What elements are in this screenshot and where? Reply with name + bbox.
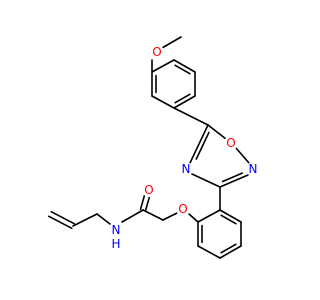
oxadiazole-ring-oxygen-atom: O (224, 136, 238, 150)
n4-to-c5-bond (189, 124, 209, 164)
methyl-to-oxygen-bond (161, 36, 182, 49)
oxadiazole-nitrogen-left-atom: N (179, 162, 193, 176)
ch2-to-carbonyl-carbon-bond (142, 209, 164, 221)
lower-ring-bond-1 (197, 209, 221, 223)
carbonyl-oxygen-label: O (144, 183, 153, 197)
ring-oxygen-to-n2-bond (235, 147, 250, 164)
lower-ring-bond-4 (219, 245, 242, 259)
top-ring-bond-2 (151, 95, 175, 109)
lower-ring-bond-3 (197, 245, 221, 259)
n4-c5-inner-bond (195, 131, 210, 160)
oxadiazole-nitrogen-left-label: N (182, 162, 191, 176)
amide-nitrogen-atom: N (109, 223, 123, 237)
ring-to-ether-oxygen-bond (188, 213, 199, 223)
top-ring-inner-bond-2 (174, 93, 191, 104)
oxadiazole-nitrogen-right-label: N (249, 162, 258, 176)
carbonyl-double-bond-b (139, 194, 146, 211)
amide-nitrogen-label: N (112, 223, 121, 237)
n2-to-c3-bond (219, 174, 249, 188)
atom-label-layer: O O N N O O N H (109, 45, 260, 251)
ether-oxygen-atom: O (176, 202, 190, 216)
lower-ring-inner-bond-2 (220, 243, 237, 254)
amide-hydrogen-atom: H (110, 237, 122, 251)
top-ring-bond-3 (173, 95, 196, 109)
n2-c3-inner-bond (221, 172, 244, 183)
carbonyl-double-bond-a (144, 195, 151, 212)
phenyl-to-oxadiazole-bond (173, 107, 209, 126)
allyl-terminal-double-bond-a (50, 210, 76, 225)
c3-to-n4-bond (191, 173, 221, 188)
bond-layer (47, 36, 250, 259)
top-ring-inner-bond-3 (174, 64, 191, 75)
top-ring-bond-6 (151, 59, 175, 73)
c5-to-ring-oxygen-bond (207, 124, 227, 140)
lower-ring-inner-bond-3 (220, 214, 237, 225)
oxadiazole-nitrogen-right-atom: N (246, 162, 260, 176)
lower-ring-bond-6 (219, 209, 242, 223)
nitrogen-to-allyl-ch2-bond (96, 213, 111, 225)
methoxy-oxygen-atom: O (150, 45, 164, 59)
methoxy-oxygen-label: O (152, 45, 161, 59)
allyl-terminal-double-bond-b (47, 215, 73, 230)
allyl-ch2-to-ch-bond (72, 213, 98, 227)
carbonyl-oxygen-atom: O (142, 183, 156, 197)
top-ring-bond-5 (173, 59, 196, 73)
molecule-structure-diagram: O O N N O O N H (47, 36, 260, 259)
ether-oxygen-label: O (178, 202, 187, 216)
carbonyl-carbon-to-nitrogen-bond (121, 209, 144, 223)
ether-oxygen-to-ch2-bond (162, 212, 178, 221)
amide-hydrogen-label: H (111, 237, 120, 251)
oxadiazole-ring-oxygen-label: O (226, 136, 235, 150)
